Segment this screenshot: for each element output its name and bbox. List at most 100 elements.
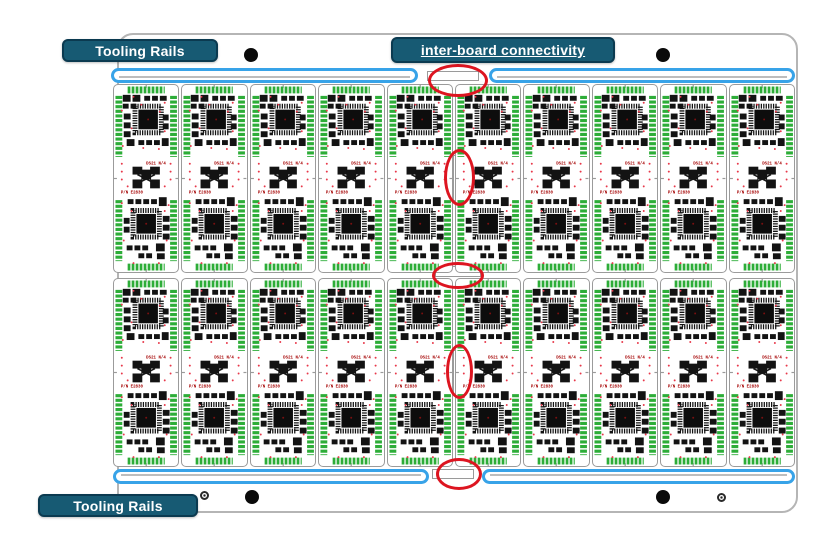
silkscreen-text-top: DS21 N/4: [557, 162, 577, 167]
callout-tooling-rails-top: Tooling Rails: [62, 39, 218, 62]
silkscreen-text-top: DS21 N/4: [557, 356, 577, 361]
pcb-board-art: DS21 N/4 P/N E2830: [250, 85, 316, 272]
pcb-board-art: DS21 N/4 P/N E2830: [387, 279, 452, 466]
upper-passive-components: [738, 94, 785, 147]
lower-passive-components: [670, 391, 717, 454]
silkscreen-text-bottom: P/N E2830: [531, 190, 554, 195]
upper-qfp-chip: [337, 103, 369, 136]
pcb-board-unit: DS21 N/4 P/N E2830: [318, 84, 385, 273]
silkscreen-text-top: DS21 N/4: [351, 162, 371, 167]
lower-passive-components: [328, 391, 375, 454]
pcb-board-unit: DS21 N/4 P/N E2830: [455, 278, 522, 467]
silkscreen-text-top: DS21 N/4: [625, 162, 645, 167]
via-dots: [531, 95, 582, 265]
middle-component-cluster: DS21 N/4 P/N E2830: [600, 356, 646, 390]
via-dots: [257, 95, 309, 265]
castellated-pad-strips: [389, 280, 451, 465]
pcb-board-art: DS21 N/4 P/N E2830: [182, 85, 247, 272]
middle-component-cluster: DS21 N/4 P/N E2830: [326, 356, 372, 390]
castellated-pad-strips: [731, 280, 793, 465]
lower-qfp-chip: [335, 208, 368, 240]
lower-qfp-chip: [335, 402, 368, 434]
lower-qfp-chip: [404, 402, 436, 434]
lower-passive-components: [192, 391, 239, 454]
silkscreen-text-top: DS21 N/4: [420, 356, 440, 361]
castellated-pad-strips: [115, 86, 177, 271]
tooling-hole-icon: [656, 48, 670, 62]
lower-passive-components: [534, 391, 581, 454]
upper-qfp-chip: [611, 297, 643, 330]
silkscreen-text-top: DS21 N/4: [625, 356, 645, 361]
pcb-board-art: DS21 N/4 P/N E2830: [114, 85, 179, 272]
silkscreen-text-top: DS21 N/4: [351, 356, 371, 361]
silkscreen-text-bottom: P/N E2830: [121, 190, 144, 195]
pcb-board-unit: DS21 N/4 P/N E2830: [591, 278, 659, 467]
middle-component-cluster: DS21 N/4 P/N E2830: [736, 356, 782, 390]
upper-qfp-chip: [406, 297, 438, 330]
pcb-board-unit: DS21 N/4 P/N E2830: [660, 84, 727, 273]
middle-component-cluster: DS21 N/4 P/N E2830: [668, 162, 714, 196]
pcb-board-unit: DS21 N/4 P/N E2830: [728, 278, 795, 467]
silkscreen-text-top: DS21 N/4: [488, 356, 508, 361]
upper-qfp-chip: [474, 297, 506, 330]
fiducial-mark-icon: [200, 491, 209, 500]
upper-qfp-chip: [200, 297, 233, 330]
pcb-board-art: DS21 N/4 P/N E2830: [250, 279, 316, 466]
lower-passive-components: [534, 197, 581, 260]
silkscreen-text-top: DS21 N/4: [283, 356, 303, 361]
silkscreen-text-top: DS21 N/4: [215, 162, 235, 167]
castellated-pad-strips: [594, 280, 656, 465]
lower-passive-components: [397, 391, 444, 454]
upper-passive-components: [191, 288, 238, 341]
pcb-board-unit: DS21 N/4 P/N E2830: [181, 278, 248, 467]
castellated-pad-strips: [115, 280, 177, 465]
lower-qfp-chip: [198, 402, 231, 434]
silkscreen-text-top: DS21 N/4: [283, 162, 303, 167]
pcb-board-unit: DS21 N/4 P/N E2830: [660, 278, 727, 467]
upper-qfp-chip: [679, 297, 711, 330]
pcb-board-art: DS21 N/4 P/N E2830: [456, 279, 521, 466]
via-dots: [668, 95, 719, 265]
castellated-pad-strips: [662, 280, 725, 465]
pcb-board-art: DS21 N/4 P/N E2830: [319, 85, 384, 272]
pcb-board-art: DS21 N/4 P/N E2830: [456, 85, 521, 272]
pcb-board-unit: DS21 N/4 P/N E2830: [523, 84, 590, 273]
lower-qfp-chip: [198, 208, 231, 240]
lower-passive-components: [260, 391, 307, 454]
middle-component-cluster: DS21 N/4 P/N E2830: [668, 356, 714, 390]
upper-qfp-chip: [337, 297, 369, 330]
castellated-pad-strips: [662, 86, 725, 271]
upper-qfp-chip: [406, 103, 438, 136]
upper-qfp-chip: [542, 297, 575, 330]
via-dots: [120, 95, 172, 265]
upper-qfp-chip: [611, 103, 643, 136]
pcb-board-art: DS21 N/4 P/N E2830: [524, 85, 589, 272]
upper-qfp-chip: [748, 297, 780, 330]
castellated-pad-strips: [252, 86, 314, 271]
highlight-ellipse-bottom-rail-tab: [436, 458, 482, 490]
pcb-board-unit: DS21 N/4 P/N E2830: [728, 84, 795, 273]
tooling-hole-icon: [244, 48, 258, 62]
silkscreen-text-top: DS21 N/4: [693, 162, 713, 167]
middle-component-cluster: DS21 N/4 P/N E2830: [394, 356, 440, 390]
tooling-rail-top-right-segment: [489, 68, 795, 83]
silkscreen-text-bottom: P/N E2830: [600, 384, 623, 389]
castellated-pad-strips: [252, 280, 314, 465]
pcb-board-art: DS21 N/4 P/N E2830: [182, 279, 247, 466]
lower-qfp-chip: [746, 402, 778, 434]
pcb-board-art: DS21 N/4 P/N E2830: [661, 279, 726, 466]
upper-qfp-chip: [132, 297, 164, 330]
silkscreen-text-top: DS21 N/4: [762, 162, 782, 167]
pcb-board-unit: DS21 N/4 P/N E2830: [318, 278, 385, 467]
lower-qfp-chip: [472, 208, 504, 240]
silkscreen-text-bottom: P/N E2830: [394, 190, 417, 195]
tooling-rail-bottom-right-segment: [482, 469, 795, 484]
silkscreen-text-top: DS21 N/4: [146, 162, 166, 167]
callout-label: Tooling Rails: [95, 42, 185, 59]
upper-qfp-chip: [269, 103, 301, 136]
upper-passive-components: [396, 288, 443, 341]
callout-inter-board-connectivity: inter-board connectivity: [391, 37, 615, 63]
highlight-ellipse-upper-row-tab: [444, 149, 475, 206]
silkscreen-text-bottom: P/N E2830: [258, 384, 281, 389]
lower-qfp-chip: [130, 208, 162, 240]
